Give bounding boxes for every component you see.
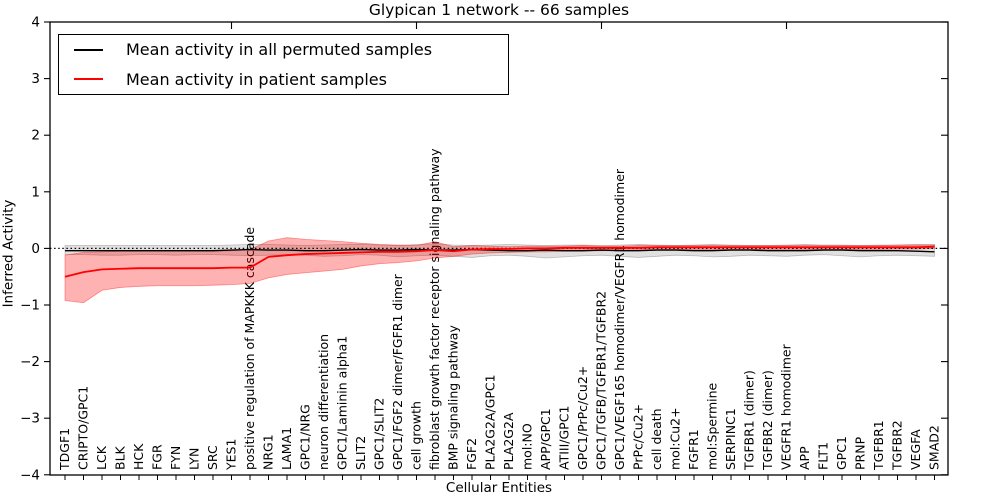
y-tick-label: 2	[31, 128, 40, 144]
y-tick-label: −1	[20, 298, 40, 314]
series-line-permuted	[65, 248, 935, 253]
x-tick-label: VEGFA	[908, 429, 923, 470]
x-tick-label: SLIT2	[353, 436, 368, 470]
x-tick-label: GPC1	[834, 436, 849, 470]
x-tick-label: positive regulation of MAPKKK cascade	[242, 227, 257, 470]
x-tick-label: SERPINC1	[723, 408, 738, 470]
x-tick-label: LCK	[94, 445, 109, 470]
x-tick-label: LAMA1	[279, 427, 294, 470]
x-tick-label: TGFBR2 (dimer)	[760, 370, 775, 471]
y-tick-label: −2	[20, 354, 40, 370]
x-tick-label: PRNP	[853, 436, 868, 470]
permuted-line-sample-icon	[74, 48, 103, 51]
x-tick-label: HCK	[131, 443, 146, 470]
legend: Mean activity in all permuted samples Me…	[58, 34, 509, 95]
y-tick-label: 1	[31, 184, 40, 200]
x-tick-label: FYN	[168, 446, 183, 470]
x-tick-label: PrPc/Cu2+	[631, 404, 646, 470]
x-tick-label: BLK	[113, 445, 128, 470]
x-tick-label: GPC1/VEGF165 homodimer/VEGFR1 homodimer	[612, 168, 627, 470]
x-tick-label: SMAD2	[927, 425, 942, 470]
x-tick-label: GPC1/TGFB/TGFBR1/TGFBR2	[594, 291, 609, 470]
x-tick-label: VEGFR1 homodimer	[779, 343, 794, 470]
x-tick-label: mol:Cu2+	[668, 407, 683, 470]
y-tick-label: 0	[31, 241, 40, 257]
x-tick-label: FGF2	[464, 438, 479, 470]
x-tick-label: TGFBR1 (dimer)	[742, 370, 757, 471]
x-tick-label: CRIPTO/GPC1	[76, 386, 91, 470]
x-tick-label: APP	[797, 446, 812, 470]
legend-label-permuted: Mean activity in all permuted samples	[126, 40, 433, 60]
x-tick-label: cell death	[649, 408, 664, 470]
x-tick-label: cell growth	[409, 401, 424, 470]
x-tick-label: neuron differentiation	[316, 334, 331, 470]
x-tick-label: TDGF1	[57, 428, 72, 471]
x-tick-label: NRG1	[261, 434, 276, 470]
patient-line-sample-icon	[74, 78, 103, 81]
x-tick-label: FGFR1	[686, 429, 701, 470]
x-tick-label: mol:Spermine	[705, 382, 720, 470]
x-tick-label: mol:NO	[520, 423, 535, 470]
x-tick-label: GPC1/Laminin alpha1	[335, 336, 350, 470]
y-tick-label: 3	[31, 71, 40, 87]
x-tick-label: FGR	[150, 444, 165, 470]
x-tick-label: GPC1/NRG	[298, 404, 313, 470]
x-tick-label: PLA2G2A/GPC1	[483, 374, 498, 470]
x-tick-label: LYN	[187, 448, 202, 470]
x-tick-label: GPC1/FGF2 dimer/FGFR1 dimer	[390, 273, 405, 470]
x-tick-label: GPC1/SLIT2	[372, 398, 387, 470]
legend-label-patient: Mean activity in patient samples	[126, 69, 387, 89]
legend-item-permuted: Mean activity in all permuted samples	[59, 40, 508, 59]
y-tick-label: −3	[20, 411, 40, 427]
series-line-patient	[64, 245, 935, 278]
y-tick-label: −4	[20, 467, 40, 483]
x-tick-label: SRC	[205, 445, 220, 470]
band-patient-range	[64, 237, 935, 304]
chart-title: Glypican 1 network -- 66 samples	[368, 1, 630, 19]
x-tick-label: TGFBR2	[890, 420, 905, 471]
y-axis-title: Inferred Activity	[0, 199, 17, 308]
x-tick-label: APP/GPC1	[538, 408, 553, 470]
x-tick-label: YES1	[224, 439, 239, 471]
x-tick-label: FLT1	[816, 442, 831, 470]
x-tick-label: BMP signaling pathway	[446, 325, 461, 470]
legend-item-patient: Mean activity in patient samples	[59, 70, 508, 89]
x-tick-label: GPC1/PrPc/Cu2+	[575, 366, 590, 470]
x-axis-title: Cellular Entities	[445, 480, 553, 496]
x-tick-label: fibroblast growth factor receptor signal…	[427, 148, 442, 470]
x-tick-label: TGFBR1	[871, 420, 886, 471]
y-tick-label: 4	[31, 15, 40, 31]
x-tick-label: PLA2G2A	[501, 412, 516, 470]
x-tick-label: ATIII/GPC1	[557, 406, 572, 470]
plot-border	[49, 21, 949, 476]
